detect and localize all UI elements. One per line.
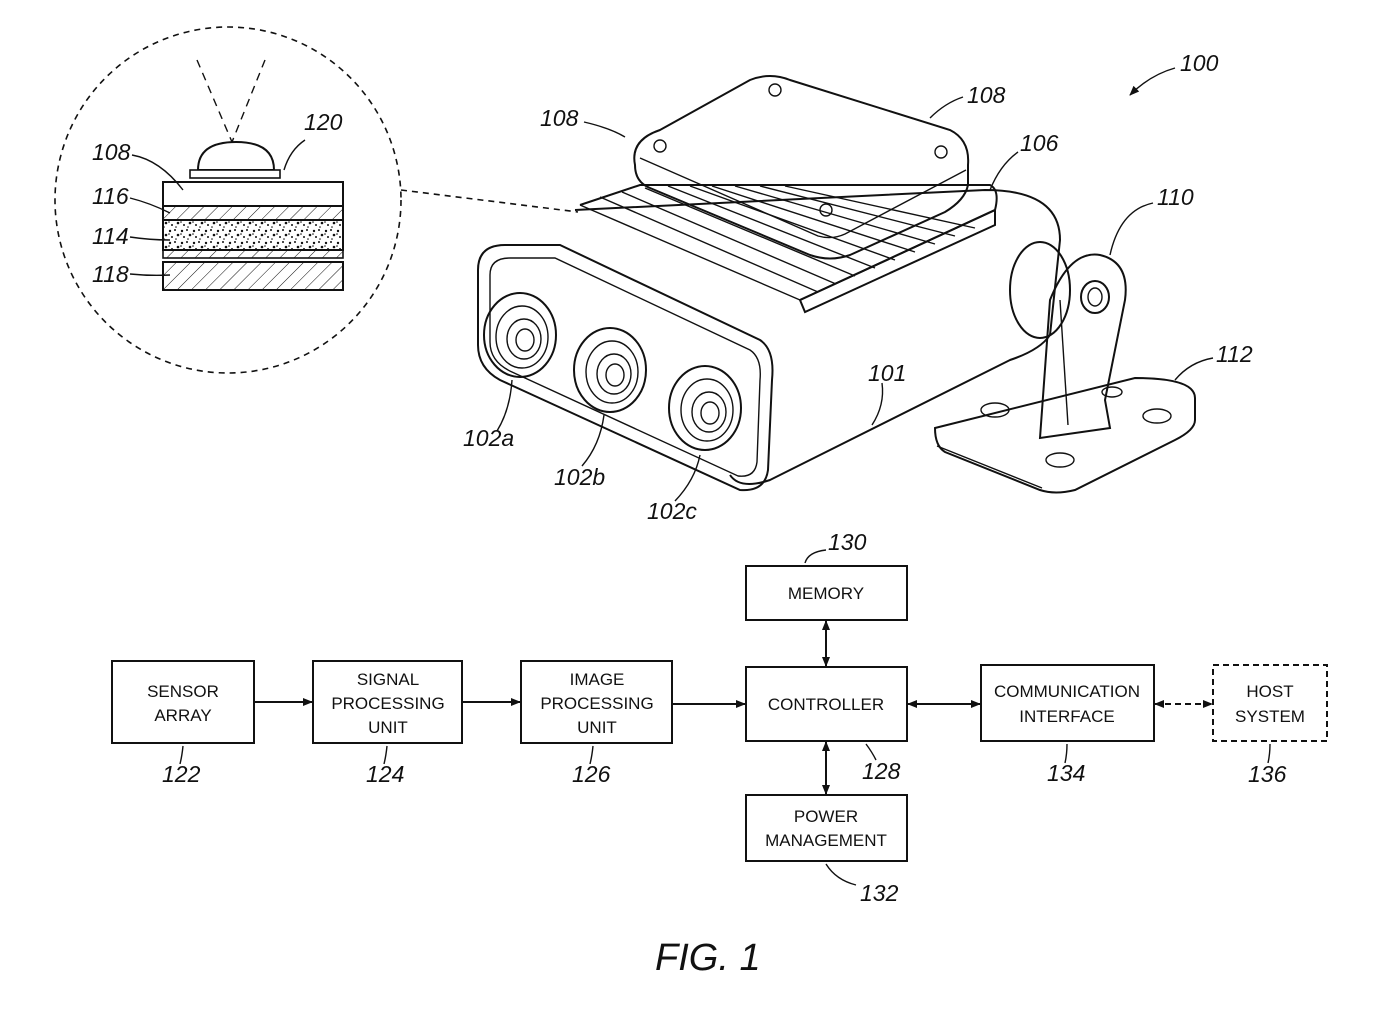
signal-processing-line3: UNIT [368, 718, 408, 737]
memory-label: MEMORY [788, 584, 864, 603]
layer-114 [162, 219, 344, 251]
block-diagram: SENSOR ARRAY SIGNAL PROCESSING UNIT IMAG… [111, 529, 1328, 906]
mounting-bracket [1038, 253, 1127, 440]
ref-108-right: 108 [967, 82, 1006, 108]
ref-100: 100 [1180, 50, 1219, 76]
ref-132: 132 [860, 880, 899, 906]
block-communication-interface: COMMUNICATION INTERFACE [980, 664, 1155, 742]
image-processing-line1: IMAGE [570, 670, 625, 689]
inset-detail: 108 116 114 118 120 [54, 26, 579, 374]
ref-102b: 102b [554, 464, 605, 490]
ref-102c: 102c [647, 498, 697, 524]
ref-112: 112 [1216, 341, 1253, 367]
block-memory: MEMORY [745, 565, 908, 621]
cooling-fins [579, 185, 996, 314]
ref-110: 110 [1157, 184, 1194, 210]
inset-ref-114: 114 [92, 223, 129, 249]
ref-108-left: 108 [540, 105, 579, 131]
ref-124: 124 [366, 761, 404, 787]
power-management-line2: MANAGEMENT [765, 831, 887, 850]
ref-106: 106 [1020, 130, 1059, 156]
lens-102b [573, 327, 647, 413]
inset-ref-108: 108 [92, 139, 131, 165]
controller-label: CONTROLLER [768, 695, 884, 714]
block-controller: CONTROLLER [745, 666, 908, 742]
host-system-line2: SYSTEM [1235, 707, 1305, 726]
ref-134: 134 [1047, 760, 1085, 786]
image-processing-line3: UNIT [577, 718, 617, 737]
block-signal-processing: SIGNAL PROCESSING UNIT [312, 660, 463, 744]
signal-processing-line1: SIGNAL [357, 670, 419, 689]
mounting-base [933, 376, 1196, 494]
top-cover [633, 75, 970, 260]
layer-118 [162, 261, 344, 291]
sensor-array-line2: ARRAY [154, 706, 211, 725]
figure-label: FIG. 1 [655, 937, 761, 979]
inset-leader [400, 189, 579, 213]
lens-102a [483, 292, 557, 378]
signal-processing-line2: PROCESSING [331, 694, 444, 713]
inset-ref-118: 118 [92, 261, 129, 287]
ref-130: 130 [828, 529, 867, 555]
host-system-line1: HOST [1246, 682, 1293, 701]
lens-102c [668, 365, 742, 451]
image-processing-line2: PROCESSING [540, 694, 653, 713]
device-illustration: 100 108 108 106 110 112 101 102a 102b 10… [463, 50, 1253, 524]
block-host-system: HOST SYSTEM [1212, 664, 1328, 742]
inset-ref-120: 120 [304, 109, 343, 135]
layer-thin [162, 249, 344, 259]
ref-122: 122 [162, 761, 201, 787]
block-sensor-array: SENSOR ARRAY [111, 660, 255, 744]
inset-ref-116: 116 [92, 183, 129, 209]
block-power-management: POWER MANAGEMENT [745, 794, 908, 862]
ref-101: 101 [868, 360, 906, 386]
ref-136: 136 [1248, 761, 1287, 787]
ref-102a: 102a [463, 425, 514, 451]
ref-128: 128 [862, 758, 901, 784]
inset-circle [54, 26, 402, 374]
communication-interface-line2: INTERFACE [1019, 707, 1114, 726]
housing [477, 184, 1071, 492]
lens-dome [189, 140, 281, 179]
layer-stack [162, 181, 344, 291]
power-management-line1: POWER [794, 807, 858, 826]
ref-126: 126 [572, 761, 611, 787]
communication-interface-line1: COMMUNICATION [994, 682, 1140, 701]
block-image-processing: IMAGE PROCESSING UNIT [520, 660, 673, 744]
sensor-array-line1: SENSOR [147, 682, 219, 701]
layer-116 [162, 205, 344, 221]
layer-108 [162, 181, 344, 207]
